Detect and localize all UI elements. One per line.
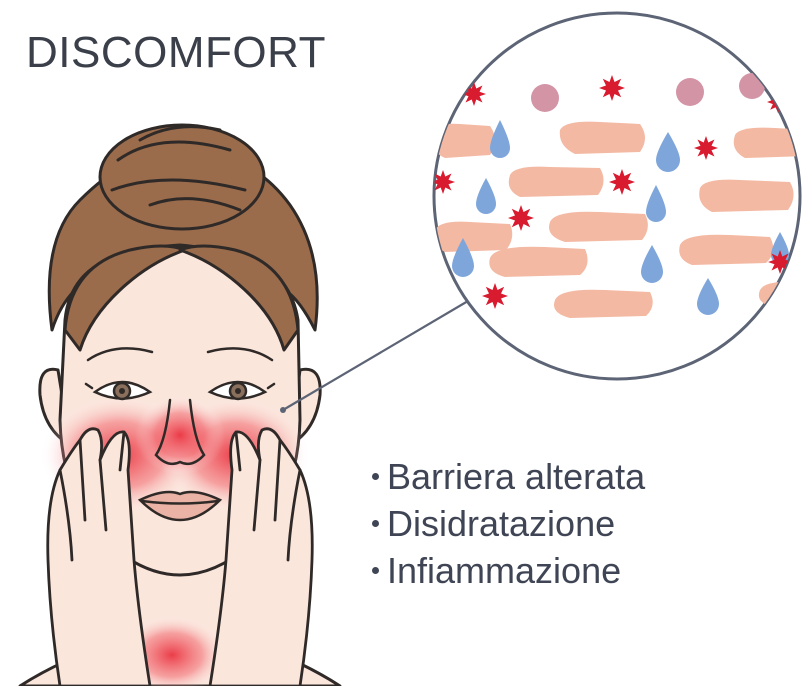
symptom-inflammation: Infiammazione — [372, 547, 645, 594]
bullet-dot-icon — [372, 567, 379, 574]
bullet-dot-icon — [372, 520, 379, 527]
symptom-label: Barriera alterata — [387, 456, 645, 497]
symptom-label: Infiammazione — [387, 550, 621, 591]
symptom-list: Barriera alterata Disidratazione Infiamm… — [372, 453, 645, 594]
skin-zoom-circle — [430, 13, 811, 379]
symptom-dehydration: Disidratazione — [372, 500, 645, 547]
symptom-barrier: Barriera alterata — [372, 453, 645, 500]
irritation-star-icon — [482, 283, 508, 309]
bullet-dot-icon — [372, 473, 379, 480]
irritation-star-icon — [599, 75, 625, 101]
irritation-star-icon — [462, 82, 486, 106]
irritation-star-icon — [609, 169, 635, 195]
symptom-label: Disidratazione — [387, 503, 615, 544]
irritation-star-icon — [508, 205, 534, 231]
irritation-star-icon — [694, 136, 718, 160]
page-title: DISCOMFORT — [26, 28, 326, 78]
